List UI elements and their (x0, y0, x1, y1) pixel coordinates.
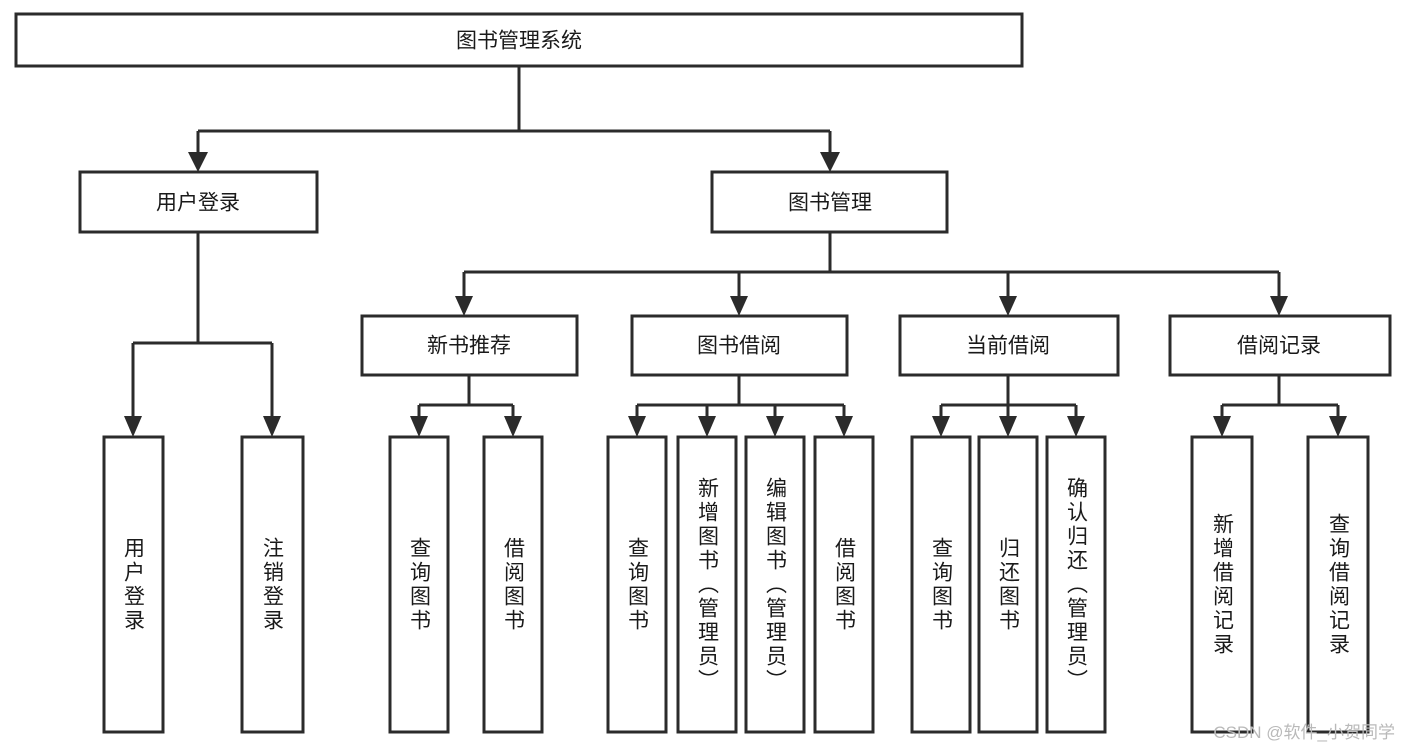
arrowhead-current-leaf-1 (932, 416, 950, 437)
arrowhead-current-borrow (999, 296, 1017, 316)
node-book-management-label: 图书管理 (788, 192, 872, 215)
arrowhead-record-leaf-1 (1213, 416, 1231, 437)
node-new-book-recommend-label: 新书推荐 (427, 335, 511, 358)
arrowhead-current-leaf-3 (1067, 416, 1085, 437)
arrowhead-borrow-leaf-1 (628, 416, 646, 437)
node-leaf-borrow-edit-book[interactable]: 编辑图书（管理员） (744, 435, 806, 734)
node-new-book-recommend[interactable]: 新书推荐 (360, 314, 579, 377)
arrowhead-book-borrow (730, 296, 748, 316)
node-leaf-current-confirm-return-label: 确认归还（管理员） (1065, 477, 1089, 693)
arrowhead-leaf-user-login (124, 416, 142, 437)
node-leaf-borrow-borrow-book[interactable]: 借阅图书 (813, 435, 875, 734)
node-user-login[interactable]: 用户登录 (78, 170, 319, 234)
node-leaf-borrow-add-book[interactable]: 新增图书（管理员） (676, 435, 738, 734)
node-leaf-borrow-borrow-book-label: 借阅图书 (833, 537, 857, 633)
node-borrow-record[interactable]: 借阅记录 (1168, 314, 1392, 377)
arrowhead-borrow-leaf-3 (766, 416, 784, 437)
arrowhead-book-manage (820, 152, 840, 172)
arrowhead-recommend-leaf-1 (410, 416, 428, 437)
arrowhead-borrow-leaf-2 (698, 416, 716, 437)
node-root-system-label: 图书管理系统 (456, 30, 582, 53)
node-leaf-record-query[interactable]: 查询借阅记录 (1306, 435, 1370, 734)
node-leaf-borrow-edit-book-label: 编辑图书（管理员） (764, 477, 788, 693)
arrowhead-recommend-leaf-2 (504, 416, 522, 437)
node-current-borrow-label: 当前借阅 (966, 335, 1050, 358)
arrowhead-borrow-leaf-4 (835, 416, 853, 437)
connector-layer (124, 66, 1347, 437)
node-book-borrow[interactable]: 图书借阅 (630, 314, 849, 377)
node-current-borrow[interactable]: 当前借阅 (898, 314, 1120, 377)
node-book-borrow-label: 图书借阅 (697, 335, 781, 358)
node-leaf-borrow-query-book[interactable]: 查询图书 (606, 435, 668, 734)
node-leaf-current-query-book-label: 查询图书 (930, 537, 954, 633)
node-leaf-borrow-query-book-label: 查询图书 (626, 537, 650, 633)
node-leaf-current-query-book[interactable]: 查询图书 (910, 435, 972, 734)
arrowhead-new-book-recommend (455, 296, 473, 316)
node-user-login-label: 用户登录 (156, 192, 240, 215)
node-leaf-logout-label: 注销登录 (261, 537, 285, 633)
node-leaf-user-login-label: 用户登录 (122, 537, 146, 633)
node-leaf-recommend-query-book[interactable]: 查询图书 (388, 435, 450, 734)
node-leaf-logout[interactable]: 注销登录 (240, 435, 305, 734)
node-leaf-current-confirm-return[interactable]: 确认归还（管理员） (1045, 435, 1107, 734)
node-leaf-recommend-borrow-book-label: 借阅图书 (502, 537, 526, 633)
node-root-system[interactable]: 图书管理系统 (14, 12, 1024, 68)
node-leaf-record-add[interactable]: 新增借阅记录 (1190, 435, 1254, 734)
node-leaf-borrow-add-book-label: 新增图书（管理员） (696, 477, 720, 693)
node-leaf-record-query-label: 查询借阅记录 (1327, 513, 1351, 657)
arrowhead-user-login (188, 152, 208, 172)
arrowhead-leaf-logout (263, 416, 281, 437)
node-book-management[interactable]: 图书管理 (710, 170, 949, 234)
arrowhead-borrow-record (1270, 296, 1288, 316)
node-borrow-record-label: 借阅记录 (1237, 335, 1321, 358)
node-leaf-current-return-book-label: 归还图书 (997, 537, 1021, 633)
node-leaf-record-add-label: 新增借阅记录 (1211, 513, 1235, 657)
node-leaf-current-return-book[interactable]: 归还图书 (977, 435, 1039, 734)
arrowhead-current-leaf-2 (999, 416, 1017, 437)
arrowhead-record-leaf-2 (1329, 416, 1347, 437)
node-leaf-user-login[interactable]: 用户登录 (102, 435, 165, 734)
node-leaf-recommend-borrow-book[interactable]: 借阅图书 (482, 435, 544, 734)
node-leaf-recommend-query-book-label: 查询图书 (408, 537, 432, 633)
